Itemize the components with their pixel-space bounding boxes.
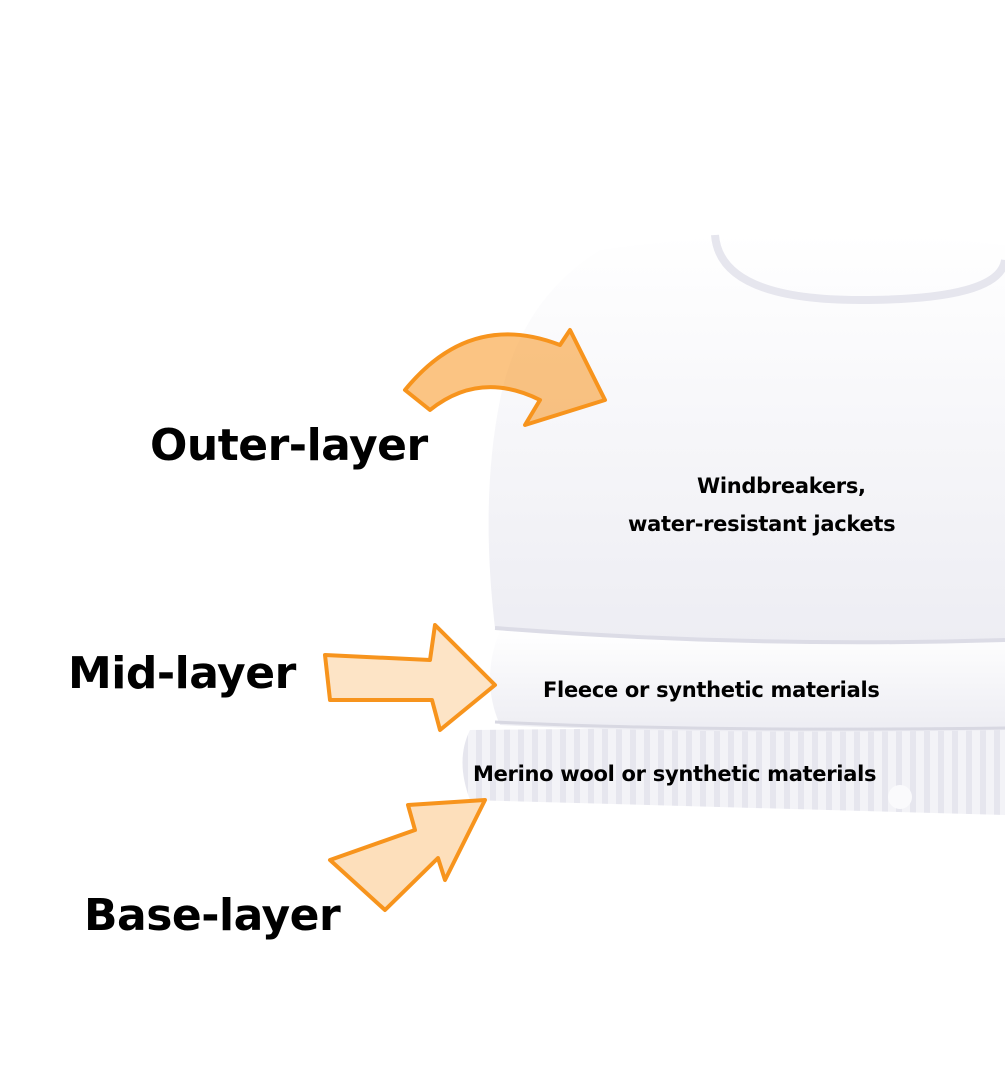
outer-layer-label: Outer-layer (150, 420, 428, 471)
base-layer-description: Merino wool or synthetic materials (473, 762, 877, 786)
button-icon (888, 785, 912, 809)
outer-layer-description-line2: water-resistant jackets (628, 512, 896, 536)
outer-layer-arrow-icon (403, 328, 607, 427)
mid-layer-label: Mid-layer (68, 648, 296, 699)
base-layer-label: Base-layer (84, 890, 341, 941)
mid-layer-garment (490, 630, 1005, 732)
base-layer-arrow-icon (328, 798, 487, 912)
mid-layer-description: Fleece or synthetic materials (543, 678, 880, 702)
collar (711, 234, 1005, 305)
outer-layer-description-line1: Windbreakers, (697, 474, 866, 498)
mid-layer-arrow-icon (323, 623, 497, 732)
outer-layer-garment (488, 233, 1005, 645)
base-layer-garment (462, 725, 1005, 815)
